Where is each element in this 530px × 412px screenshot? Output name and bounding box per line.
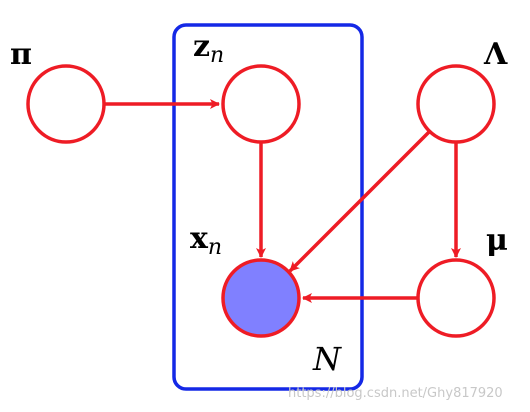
label-z-symbol: z	[193, 29, 210, 64]
node-lambda	[416, 64, 496, 144]
label-x: xn	[190, 221, 222, 260]
node-pi	[26, 64, 106, 144]
label-z-subscript: n	[210, 43, 224, 68]
label-pi: π	[10, 37, 32, 72]
label-z: zn	[193, 29, 224, 68]
node-x-observed	[221, 258, 301, 338]
plate-n	[172, 23, 364, 391]
label-lambda: Λ	[483, 37, 508, 72]
watermark-text: https://blog.csdn.net/Ghy817920	[288, 386, 503, 401]
edge-lambda-to-x	[288, 130, 431, 273]
node-mu	[416, 258, 496, 338]
label-x-subscript: n	[208, 235, 222, 260]
label-mu: μ	[486, 223, 508, 258]
node-z	[221, 64, 301, 144]
label-x-symbol: x	[190, 221, 209, 256]
plate-label: N	[312, 340, 342, 378]
